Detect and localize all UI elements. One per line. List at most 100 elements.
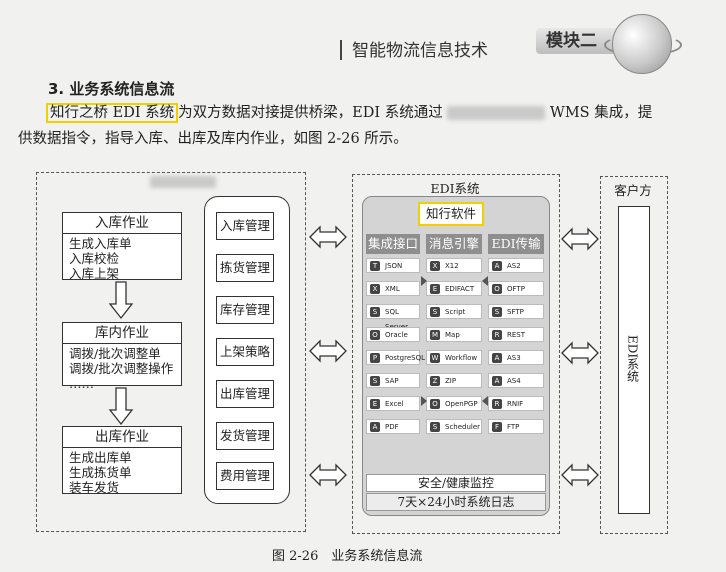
flow-item: 调拨/批次调整单 [69, 346, 161, 361]
paragraph-text-2: WMS 集成，提 [549, 105, 653, 121]
zip-icon: Z [430, 376, 440, 386]
as2-icon: A [492, 261, 502, 271]
connector-arrows-icon [482, 276, 488, 406]
security-monitor-bar: 安全/健康监控 [366, 474, 546, 492]
mgmt-item: 费用管理 [216, 462, 274, 490]
xml-icon: X [370, 284, 380, 294]
globe-icon [612, 14, 672, 74]
rnif-icon: R [492, 399, 502, 409]
outbound-flow-title: 出库作业 [63, 427, 181, 448]
mgmt-item: 拣货管理 [216, 254, 274, 282]
bidirectional-arrow-icon [309, 225, 347, 249]
client-edi-box [618, 206, 650, 514]
flow-item: 生成入库单 [69, 236, 132, 251]
client-panel [600, 176, 668, 534]
internal-flow-box: 库内作业 调拨/批次调整单 调拨/批次调整操作 …… [62, 322, 182, 391]
as4-icon: A [492, 376, 502, 386]
flow-item: 生成出库单 [69, 450, 132, 465]
highlight-edi-system: 知行之桥 EDI 系统 [46, 103, 179, 123]
wms-panel [36, 172, 306, 532]
system-log-bar: 7天×24小时系统日志 [366, 493, 546, 511]
inbound-flow-title: 入库作业 [63, 213, 181, 234]
flow-item: 入库校检 [69, 251, 120, 266]
bidirectional-arrow-icon [309, 339, 347, 363]
pdf-icon: A [370, 422, 380, 432]
script-icon: S [430, 307, 440, 317]
sftp-icon: S [492, 307, 502, 317]
scheduler-icon: S [430, 422, 440, 432]
section-title: 业务系统信息流 [69, 80, 175, 98]
oracle-icon: O [370, 330, 380, 340]
col-head-integration: 集成接口 [366, 234, 420, 254]
outbound-flow-box: 出库作业 生成出库单 生成拣货单 装车发货 [62, 426, 182, 495]
col-head-edi-transport: EDI传输 [488, 234, 544, 254]
down-arrow-icon [108, 387, 134, 426]
paragraph-line-1: 知行之桥 EDI 系统为双方数据对接提供桥梁，EDI 系统通过 WMS 集成，提 [46, 100, 706, 126]
mgmt-item: 库存管理 [216, 296, 274, 324]
bidirectional-arrow-icon [561, 341, 599, 365]
edi-system-panel [352, 174, 560, 534]
section-number: 3. [48, 80, 65, 98]
excel-icon: E [370, 399, 380, 409]
map-icon: M [430, 330, 440, 340]
connector-arrows-icon [421, 276, 427, 406]
section-heading: 3. 业务系统信息流 [48, 78, 174, 99]
ftp-icon: F [492, 422, 502, 432]
paragraph-line-2: 供数据指令，指导入库、出库及库内作业，如图 2-26 所示。 [18, 131, 408, 147]
client-edi-label-wrap: EDI系统 [618, 206, 648, 512]
as3-icon: A [492, 353, 502, 363]
openpgp-icon: O [430, 399, 440, 409]
flow-item: 调拨/批次调整操作 [69, 361, 174, 376]
bidirectional-arrow-icon [561, 227, 599, 251]
mgmt-item: 发货管理 [216, 422, 274, 450]
header-divider [340, 40, 342, 60]
inbound-flow-box: 入库作业 生成入库单 入库校检 入库上架 [62, 212, 182, 281]
edi-system-title: EDI系统 [430, 181, 480, 196]
client-edi-label: EDI系统 [625, 335, 640, 383]
edifact-icon: E [430, 284, 440, 294]
bidirectional-arrow-icon [309, 463, 347, 487]
rest-icon: R [492, 330, 502, 340]
flow-item: 生成拣货单 [69, 465, 132, 480]
json-icon: T [370, 261, 380, 271]
redacted-panel-title [150, 176, 216, 188]
mgmt-item: 出库管理 [216, 380, 274, 408]
down-arrow-icon [108, 281, 134, 320]
bidirectional-arrow-icon [561, 463, 599, 487]
col-head-message-engine: 消息引擎 [426, 234, 482, 254]
figure-caption: 图 2-26 业务系统信息流 [272, 549, 423, 564]
mgmt-item: 入库管理 [216, 212, 274, 240]
postgresql-icon: P [370, 353, 380, 363]
flow-item: …… [69, 376, 94, 391]
flow-item: 入库上架 [69, 266, 120, 281]
sap-icon: S [370, 376, 380, 386]
redacted-text [447, 106, 546, 120]
flow-item: 装车发货 [69, 480, 120, 495]
sql-server-icon: S [370, 307, 380, 317]
workflow-icon: W [430, 353, 440, 363]
paragraph-text-1: 为双方数据对接提供桥梁，EDI 系统通过 [178, 105, 443, 121]
